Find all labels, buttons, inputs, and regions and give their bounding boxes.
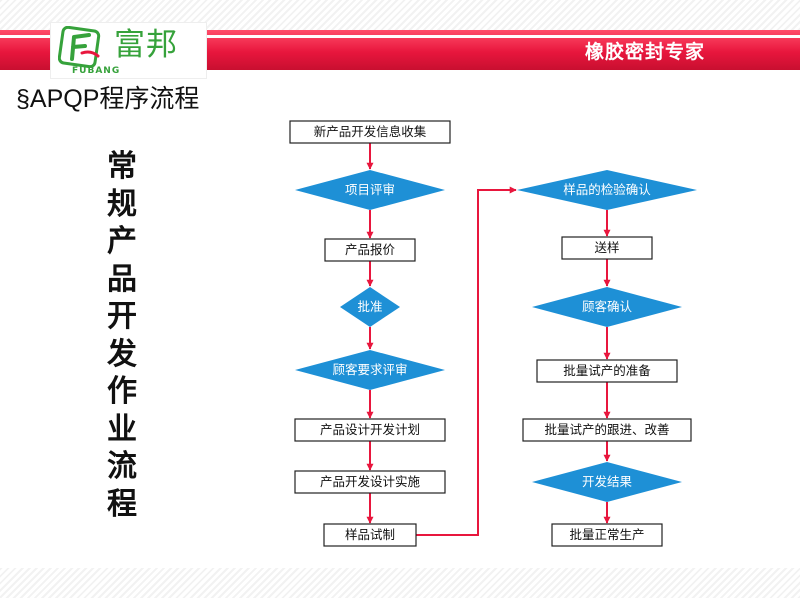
- brand-panel: [50, 22, 207, 79]
- process-box: [323, 523, 417, 547]
- flow-step-label: 批量试产的跟进、改善: [544, 422, 669, 437]
- process-box: [294, 470, 446, 494]
- flow-step-label: 顾客确认: [582, 299, 633, 314]
- flow-step-label: 样品的检验确认: [563, 182, 651, 197]
- flow-step-right-6: 开发结果: [532, 462, 682, 502]
- flow-step-label: 顾客要求评审: [332, 362, 407, 377]
- flow-step-left-3: 产品报价: [324, 238, 416, 262]
- flow-step-left-4: 批准: [340, 287, 400, 327]
- slide-title: §APQP程序流程: [16, 85, 200, 113]
- decision-diamond: [295, 170, 445, 210]
- flow-step-left-1: 新产品开发信息收集: [289, 120, 451, 144]
- process-box: [536, 359, 678, 383]
- process-box: [522, 418, 692, 442]
- bottom-stripe-background: [0, 568, 800, 598]
- flow-step-label: 批量试产的准备: [563, 363, 651, 378]
- flow-step-label: 项目评审: [345, 182, 395, 197]
- vertical-title: 常规产品开发作业流程: [107, 149, 137, 522]
- flow-step-label: 批准: [357, 299, 382, 314]
- flow-step-label: 送样: [594, 240, 619, 255]
- flow-step-label: 开发结果: [582, 474, 633, 489]
- flow-step-right-1: 样品的检验确认: [517, 170, 697, 210]
- decision-diamond: [517, 170, 697, 210]
- flow-step-right-2: 送样: [561, 236, 653, 260]
- brand-name-english: FUBANG: [72, 66, 121, 76]
- process-box: [551, 523, 663, 547]
- flow-step-label: 样品试制: [345, 527, 395, 542]
- process-box: [294, 418, 446, 442]
- flow-step-right-5: 批量试产的跟进、改善: [522, 418, 692, 442]
- decision-diamond: [340, 287, 400, 327]
- decision-diamond: [295, 350, 445, 390]
- flow-step-label: 新产品开发信息收集: [314, 124, 427, 139]
- fubang-logo-icon: [58, 26, 101, 68]
- flow-step-label: 批量正常生产: [569, 527, 644, 542]
- flow-step-left-2: 项目评审: [295, 170, 445, 210]
- process-box: [289, 120, 451, 144]
- flow-step-left-7: 产品开发设计实施: [294, 470, 446, 494]
- flow-arrow-connector: [416, 186, 517, 536]
- header-slogan: 橡胶密封专家: [584, 41, 705, 63]
- process-box: [324, 238, 416, 262]
- decision-diamond: [532, 462, 682, 502]
- flow-step-left-6: 产品设计开发计划: [294, 418, 446, 442]
- flow-step-label: 产品设计开发计划: [320, 422, 420, 437]
- header-line-left: [0, 35, 50, 38]
- flow-step-left-8: 样品试制: [323, 523, 417, 547]
- flow-step-left-5: 顾客要求评审: [295, 350, 445, 390]
- flow-step-right-7: 批量正常生产: [551, 523, 663, 547]
- decision-diamond: [532, 287, 682, 327]
- flow-step-right-3: 顾客确认: [532, 287, 682, 327]
- brand-name-chinese: 富邦: [114, 27, 178, 63]
- flow-step-right-4: 批量试产的准备: [536, 359, 678, 383]
- flow-step-label: 产品开发设计实施: [320, 474, 421, 489]
- process-box: [561, 236, 653, 260]
- header-line-right: [205, 35, 800, 38]
- flow-step-label: 产品报价: [345, 242, 396, 257]
